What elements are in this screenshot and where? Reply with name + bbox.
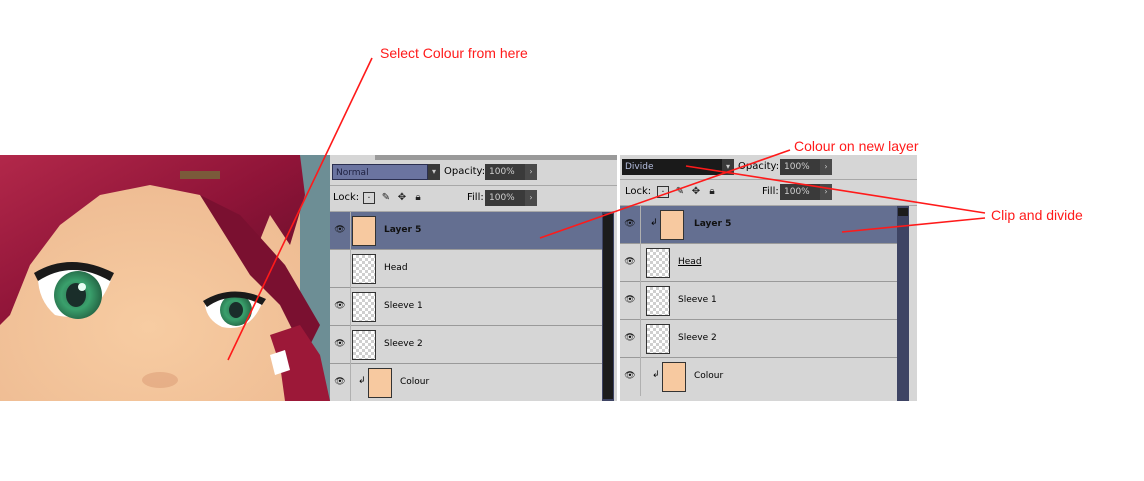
layer-row-sleeve-2[interactable]: 👁︎ Sleeve 2: [620, 320, 897, 358]
layer-thumbnail: [352, 292, 376, 322]
annotation-line-colour-new-layer: [539, 149, 791, 239]
layer-row-colour[interactable]: 👁︎ ↲ Colour: [620, 358, 897, 396]
layer-row-layer-5[interactable]: 👁︎ Layer 5: [330, 212, 602, 250]
layer-name: Colour: [694, 371, 724, 381]
opacity-label: Opacity:: [444, 166, 486, 177]
visibility-toggle[interactable]: 👁︎: [330, 212, 350, 250]
layer-name: Head: [678, 257, 702, 267]
eye-icon: 👁︎: [334, 301, 346, 311]
layer-thumbnail: [646, 286, 670, 316]
brush-icon[interactable]: ✎: [381, 192, 391, 203]
layer-row-colour[interactable]: 👁︎ ↲ Colour: [330, 364, 602, 401]
divider: [330, 211, 617, 212]
visibility-toggle[interactable]: 👁︎: [620, 358, 640, 396]
opacity-field[interactable]: 100%: [780, 159, 820, 175]
layer-row-head[interactable]: 👁︎ Head: [620, 244, 897, 282]
layer-row-sleeve-1[interactable]: 👁︎ Sleeve 1: [330, 288, 602, 326]
annotation-select-colour: Select Colour from here: [380, 45, 528, 61]
scrollbar-thumb[interactable]: [603, 214, 613, 399]
layer-row-sleeve-1[interactable]: 👁︎ Sleeve 1: [620, 282, 897, 320]
annotation-line-clip-divide-1: [685, 165, 986, 214]
layer-name: Layer 5: [384, 225, 422, 235]
lock-label: Lock:: [625, 186, 652, 197]
fill-label: Fill:: [762, 186, 779, 197]
eye-icon: 👁︎: [334, 339, 346, 349]
brush-icon[interactable]: ✎: [675, 186, 685, 197]
layer-name: Layer 5: [694, 219, 732, 229]
blend-mode-select[interactable]: Normal: [332, 164, 428, 180]
layer-row-sleeve-2[interactable]: 👁︎ Sleeve 2: [330, 326, 602, 364]
layer-name: Sleeve 1: [678, 295, 717, 305]
eye-icon: 👁︎: [624, 333, 636, 343]
annotation-line-select-colour: [227, 57, 373, 361]
blend-mode-select[interactable]: Divide: [622, 159, 722, 175]
layer-row-head[interactable]: Head: [330, 250, 602, 288]
opacity-slider-icon[interactable]: ›: [525, 164, 537, 180]
layer-name: Colour: [400, 377, 430, 387]
layer-thumbnail: [352, 254, 376, 284]
clipping-arrow-icon: ↲: [650, 218, 658, 228]
opacity-label: Opacity:: [738, 161, 780, 172]
visibility-toggle[interactable]: 👁︎: [620, 320, 640, 358]
eye-icon: 👁︎: [624, 371, 636, 381]
visibility-toggle[interactable]: 👁︎: [620, 244, 640, 282]
opacity-field[interactable]: 100%: [485, 164, 525, 180]
layer-thumbnail: [646, 248, 670, 278]
visibility-toggle[interactable]: 👁︎: [330, 326, 350, 364]
layer-thumbnail: [660, 210, 684, 240]
visibility-toggle[interactable]: 👁︎: [330, 364, 350, 401]
layer-thumbnail: [368, 368, 392, 398]
move-icon[interactable]: ✥: [691, 186, 701, 197]
visibility-toggle[interactable]: 👁︎: [330, 288, 350, 326]
annotation-line-clip-divide-2: [841, 217, 986, 233]
layer-name: Sleeve 1: [384, 301, 423, 311]
fill-label: Fill:: [467, 192, 484, 203]
eye-icon: 👁︎: [624, 257, 636, 267]
lock-icon[interactable]: 🔒︎: [709, 186, 715, 197]
layers-panel-divide: Divide ▾ Opacity: 100% › Lock: · ✎ ✥ 🔒︎ …: [620, 155, 917, 401]
clipping-arrow-icon: ↲: [652, 370, 660, 380]
blend-mode-dropdown-icon[interactable]: ▾: [428, 164, 440, 180]
layer-name: Sleeve 2: [384, 339, 423, 349]
clipping-arrow-icon: ↲: [358, 376, 366, 386]
layers-scrollbar[interactable]: [897, 206, 909, 401]
layer-thumbnail: [352, 330, 376, 360]
fill-slider-icon[interactable]: ›: [525, 190, 537, 206]
annotation-clip-divide: Clip and divide: [991, 207, 1083, 223]
layer-thumbnail: [646, 324, 670, 354]
layer-row-layer-5[interactable]: 👁︎ ↲ Layer 5: [620, 206, 897, 244]
move-icon[interactable]: ✥: [397, 192, 407, 203]
lock-transparent-icon[interactable]: ·: [363, 192, 375, 204]
fill-field[interactable]: 100%: [485, 190, 525, 206]
lock-label: Lock:: [333, 192, 360, 203]
layer-name: Sleeve 2: [678, 333, 717, 343]
lock-icon[interactable]: 🔒︎: [415, 192, 421, 203]
layers-scrollbar[interactable]: [602, 212, 614, 401]
layer-thumbnail: [352, 216, 376, 246]
eye-icon: 👁︎: [624, 295, 636, 305]
layer-name: Head: [384, 263, 408, 273]
scrollbar-thumb[interactable]: [898, 208, 908, 216]
eye-icon: 👁︎: [334, 225, 346, 235]
visibility-toggle[interactable]: 👁︎: [620, 206, 640, 244]
eye-icon: 👁︎: [334, 377, 346, 387]
layer-thumbnail: [662, 362, 686, 392]
panel-tab-strip: [375, 155, 617, 160]
divider: [330, 185, 617, 186]
visibility-toggle[interactable]: 👁︎: [620, 282, 640, 320]
eye-icon: 👁︎: [624, 219, 636, 229]
opacity-slider-icon[interactable]: ›: [820, 159, 832, 175]
annotation-colour-new-layer: Colour on new layer: [794, 138, 919, 154]
layers-panel-normal: Normal ▾ Opacity: 100% › Lock: · ✎ ✥ 🔒︎ …: [330, 155, 617, 401]
fill-field[interactable]: 100%: [780, 184, 820, 200]
divider: [620, 205, 917, 206]
